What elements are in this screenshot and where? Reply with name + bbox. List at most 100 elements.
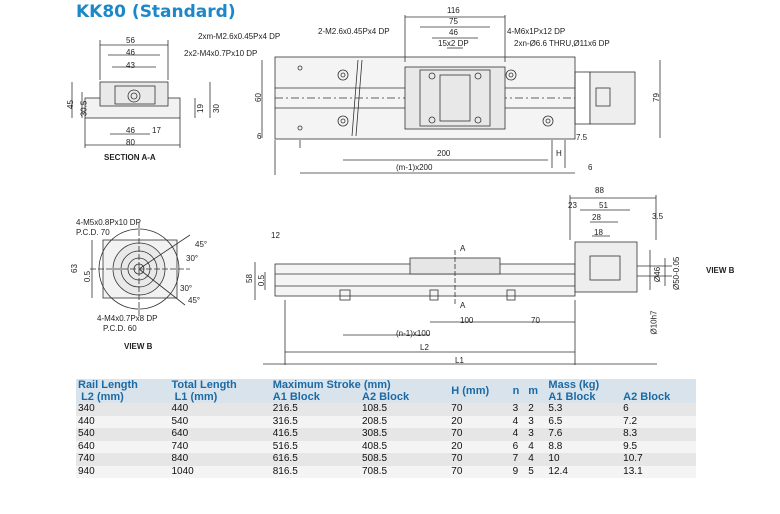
page-title: KK80 (Standard) bbox=[76, 2, 236, 22]
label-a-bottom: A bbox=[460, 301, 466, 310]
table-cell: 13.1 bbox=[623, 465, 643, 477]
dim-l2: L2 bbox=[420, 343, 429, 352]
table-cell: 7 bbox=[512, 453, 519, 464]
dim-12: 12 bbox=[271, 231, 280, 240]
table-cell: 216.5 bbox=[272, 403, 298, 414]
table-cell: 6.5 bbox=[548, 415, 563, 427]
table-cell: 8.3 bbox=[623, 428, 638, 439]
dim-10h7: Ø10h7 bbox=[649, 310, 659, 335]
dim-70: 70 bbox=[531, 316, 540, 325]
dim-m1x200: (m-1)x200 bbox=[396, 163, 433, 172]
header-stroke-a2: A2 Block bbox=[362, 391, 410, 403]
note-thru: 2xn-Ø6.6 THRU,Ø11x6 DP bbox=[514, 39, 610, 48]
header-stroke-a1: A1 Block bbox=[272, 391, 320, 403]
table-cell: 70 bbox=[451, 403, 463, 414]
table-cell: 4 bbox=[528, 453, 534, 464]
section-dim-45: 45 bbox=[65, 100, 75, 109]
dim-79: 79 bbox=[651, 93, 661, 102]
dim-50: Ø50-0.05 bbox=[672, 256, 681, 290]
dim-7-5: 7.5 bbox=[576, 133, 588, 142]
dim-0-5-side: 0.5 bbox=[257, 274, 267, 287]
dim-6-right: 6 bbox=[588, 163, 593, 172]
section-dim-17: 17 bbox=[152, 126, 161, 135]
dim-h: H bbox=[556, 149, 562, 158]
header-m: m bbox=[528, 385, 539, 397]
table-cell: 408.5 bbox=[362, 440, 388, 452]
note-m4-b: 4-M4x0.7Px8 DP bbox=[97, 314, 158, 323]
pcd-60: P.C.D. 60 bbox=[103, 324, 137, 333]
table-cell: 3 bbox=[528, 428, 534, 439]
header-mass-a2: A2 Block bbox=[623, 391, 671, 403]
dim-l1: L1 bbox=[455, 356, 464, 365]
table-cell: 10.7 bbox=[623, 453, 643, 464]
section-label: SECTION A-A bbox=[104, 153, 156, 162]
angle-30a: 30° bbox=[186, 254, 199, 263]
spec-table: Rail Length L2 (mm) Total Length L1 (mm)… bbox=[76, 379, 696, 478]
table-cell: 12.4 bbox=[548, 465, 568, 477]
table-cell: 8.8 bbox=[548, 440, 563, 452]
table-cell: 740 bbox=[171, 440, 189, 452]
table-cell: 10 bbox=[548, 453, 560, 464]
table-cell: 640 bbox=[78, 440, 95, 452]
table-cell: 840 bbox=[171, 453, 189, 464]
dim-46: 46 bbox=[449, 28, 458, 37]
header-h: H (mm) bbox=[451, 385, 490, 397]
table-cell: 740 bbox=[78, 453, 95, 464]
table-cell: 940 bbox=[78, 465, 95, 477]
section-dim-46b: 46 bbox=[126, 126, 135, 135]
table-cell: 508.5 bbox=[362, 453, 388, 464]
table-cell: 5.3 bbox=[548, 403, 563, 414]
table-cell: 20 bbox=[451, 415, 463, 427]
note-m6: 4-M6x1Px12 DP bbox=[507, 27, 566, 36]
table-cell: 3 bbox=[512, 403, 519, 414]
dim-n1x100: (n-1)x100 bbox=[396, 329, 431, 338]
table-cell: 616.5 bbox=[272, 453, 298, 464]
dim-60: 60 bbox=[253, 93, 263, 102]
dim-6-left: 6 bbox=[257, 132, 262, 141]
view-b-label: VIEW B bbox=[124, 342, 153, 351]
dim-46-dia: Ø46 bbox=[653, 266, 663, 283]
table-cell: 9 bbox=[512, 465, 519, 477]
dim-23: 23 bbox=[568, 201, 577, 210]
table-cell: 6 bbox=[512, 440, 519, 452]
table-cell: 340 bbox=[78, 403, 95, 414]
dim-28: 28 bbox=[592, 213, 601, 222]
table-cell: 208.5 bbox=[362, 415, 388, 427]
table-cell: 540 bbox=[171, 415, 189, 427]
table-cell: 9.5 bbox=[623, 440, 638, 452]
dim-63: 63 bbox=[69, 264, 79, 273]
table-cell: 708.5 bbox=[362, 465, 388, 477]
table-cell: 4 bbox=[528, 440, 534, 452]
table-cell: 816.5 bbox=[272, 465, 298, 477]
table-cell: 516.5 bbox=[272, 440, 298, 452]
section-dim-19: 19 bbox=[195, 104, 205, 113]
table-cell: 70 bbox=[451, 453, 463, 464]
section-dim-80: 80 bbox=[126, 138, 135, 147]
table-cell: 70 bbox=[451, 428, 463, 439]
table-cell: 1040 bbox=[171, 465, 194, 477]
table-cell: 440 bbox=[171, 403, 189, 414]
dim-0-5: 0.5 bbox=[83, 270, 93, 283]
note-m4: 2x2-M4x0.7Px10 DP bbox=[184, 49, 258, 58]
table-cell: 7.6 bbox=[548, 428, 563, 439]
note-m26-x: 2xm-M2.6x0.45Px4 DP bbox=[198, 32, 281, 41]
dim-3-5: 3.5 bbox=[652, 212, 664, 221]
section-dim-43: 43 bbox=[126, 61, 135, 70]
angle-45a: 45° bbox=[195, 240, 208, 249]
angle-45b: 45° bbox=[188, 296, 201, 305]
table-cell: 7.2 bbox=[623, 415, 638, 427]
section-dim-56: 56 bbox=[126, 36, 135, 45]
dim-15x2dp: 15x2 DP bbox=[438, 39, 469, 48]
table-cell: 2 bbox=[528, 403, 534, 414]
section-dim-30: 30 bbox=[211, 104, 221, 113]
dim-18: 18 bbox=[594, 228, 603, 237]
table-cell: 6 bbox=[623, 403, 629, 414]
dim-200: 200 bbox=[437, 149, 451, 158]
table-cell: 440 bbox=[78, 415, 95, 427]
table-cell: 640 bbox=[171, 428, 189, 439]
